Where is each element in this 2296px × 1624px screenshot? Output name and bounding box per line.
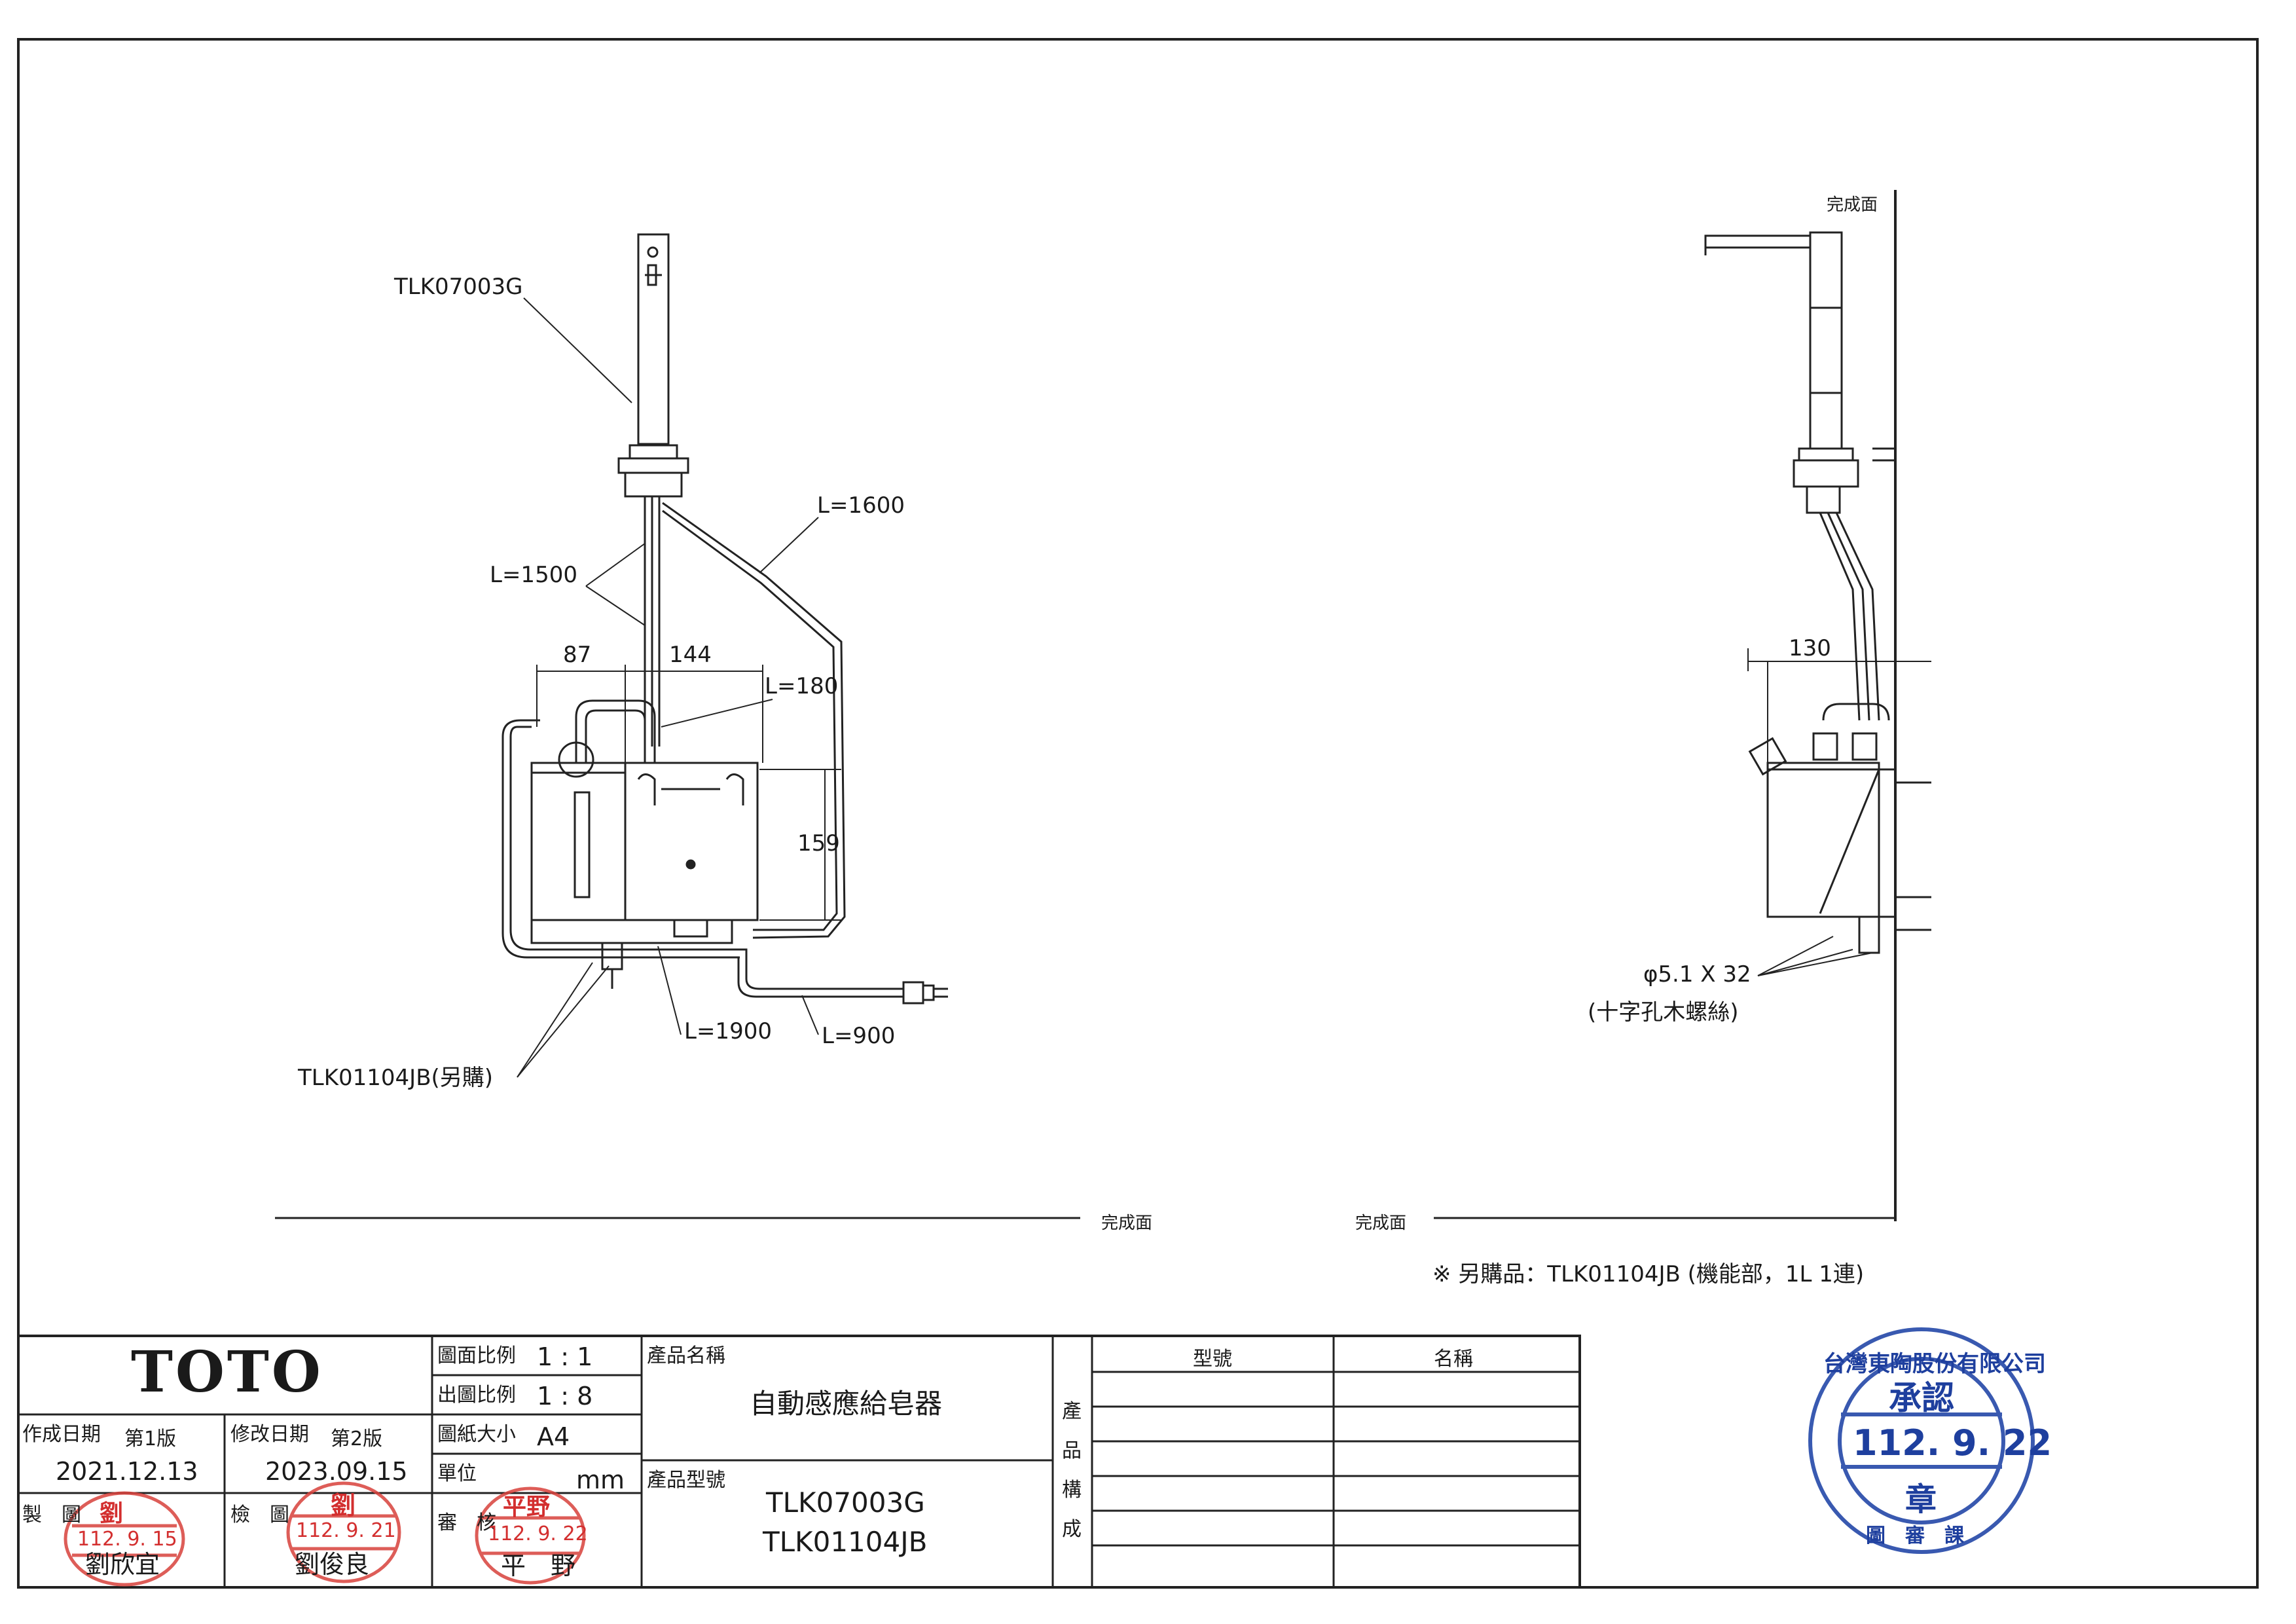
dim-l1500: L=1500 <box>490 562 577 588</box>
optional-purchase-note: ※ 另購品：TLK01104JB (機能部，1L 1連) <box>1432 1261 1865 1287</box>
faucet-model-label: TLK07003G <box>394 274 523 300</box>
product-name-label: 產品名稱 <box>647 1344 725 1367</box>
company-stamp-ring: 台灣東陶股份有限公司 <box>1823 1351 2046 1377</box>
company-stamp-seal: 章 <box>1905 1481 1937 1518</box>
dim-l180: L=180 <box>765 673 839 699</box>
dim-l1600: L=1600 <box>817 492 905 519</box>
print-scale-value: 1 : 8 <box>537 1382 593 1411</box>
product-model-2: TLK01104JB <box>763 1526 928 1558</box>
composition-label-1: 產 <box>1062 1400 1082 1423</box>
composition-label-3: 構 <box>1062 1479 1082 1502</box>
parts-header-name: 名稱 <box>1434 1348 1473 1371</box>
company-stamp-bottom: 圖 審 課 <box>1866 1524 1964 1547</box>
drawn-stamp-date: 112. 9. 15 <box>77 1528 177 1551</box>
unit-label: 單位 <box>437 1462 477 1485</box>
scale-label: 圖面比例 <box>437 1344 516 1367</box>
product-name: 自動感應給皂器 <box>750 1388 943 1420</box>
parts-header-model: 型號 <box>1193 1348 1232 1371</box>
product-model-1: TLK07003G <box>766 1486 925 1519</box>
approved-stamp-top: 平野 <box>503 1494 551 1521</box>
created-date: 2021.12.13 <box>56 1457 198 1486</box>
drawn-by-name: 劉欣宜 <box>85 1550 160 1579</box>
created-date-label: 作成日期 <box>22 1423 101 1446</box>
product-model-label: 產品型號 <box>647 1469 725 1492</box>
finish-surface-front: 完成面 <box>1101 1213 1153 1233</box>
checked-stamp-name: 劉 <box>331 1491 356 1520</box>
unit-model-label: TLK01104JB(另購) <box>298 1065 494 1091</box>
finish-surface-side-bottom: 完成面 <box>1355 1213 1407 1233</box>
dim-159: 159 <box>797 830 840 857</box>
screw-spec: φ5.1 X 32 <box>1643 961 1751 987</box>
dim-87: 87 <box>563 642 592 668</box>
approved-by-name: 平 野 <box>501 1551 576 1580</box>
checked-by-label: 檢 圖 <box>230 1504 289 1526</box>
dim-130: 130 <box>1789 635 1831 661</box>
company-stamp-title: 承認 <box>1889 1379 1954 1417</box>
approved-stamp-date: 112. 9. 22 <box>488 1522 588 1545</box>
dim-144: 144 <box>669 642 712 668</box>
approved-by-label: 審 核 <box>437 1511 496 1534</box>
revised-version: 第2版 <box>331 1428 383 1450</box>
revised-date: 2023.09.15 <box>265 1457 408 1486</box>
company-stamp-date: 112. 9. 22 <box>1853 1422 2052 1464</box>
dim-l900: L=900 <box>822 1023 896 1049</box>
screw-name: (十字孔木螺絲) <box>1588 999 1739 1025</box>
print-scale-label: 出圖比例 <box>437 1384 516 1407</box>
paper-size-label: 圖紙大小 <box>437 1423 516 1446</box>
unit-value: mm <box>576 1466 625 1494</box>
composition-label-4: 成 <box>1062 1518 1082 1541</box>
drawn-by-label: 製 圖 <box>22 1504 81 1526</box>
dim-l1900: L=1900 <box>684 1018 772 1044</box>
scale-value: 1 : 1 <box>537 1342 593 1371</box>
created-version: 第1版 <box>124 1428 177 1450</box>
toto-logo: TOTO <box>131 1339 323 1405</box>
revised-date-label: 修改日期 <box>230 1423 309 1446</box>
checked-by-name: 劉俊良 <box>295 1550 370 1579</box>
checked-stamp-date: 112. 9. 21 <box>296 1519 396 1542</box>
paper-size-value: A4 <box>537 1422 570 1451</box>
composition-label-2: 品 <box>1062 1439 1082 1462</box>
finish-surface-side-top: 完成面 <box>1827 195 1878 215</box>
drawn-stamp-name: 劉 <box>100 1500 124 1527</box>
